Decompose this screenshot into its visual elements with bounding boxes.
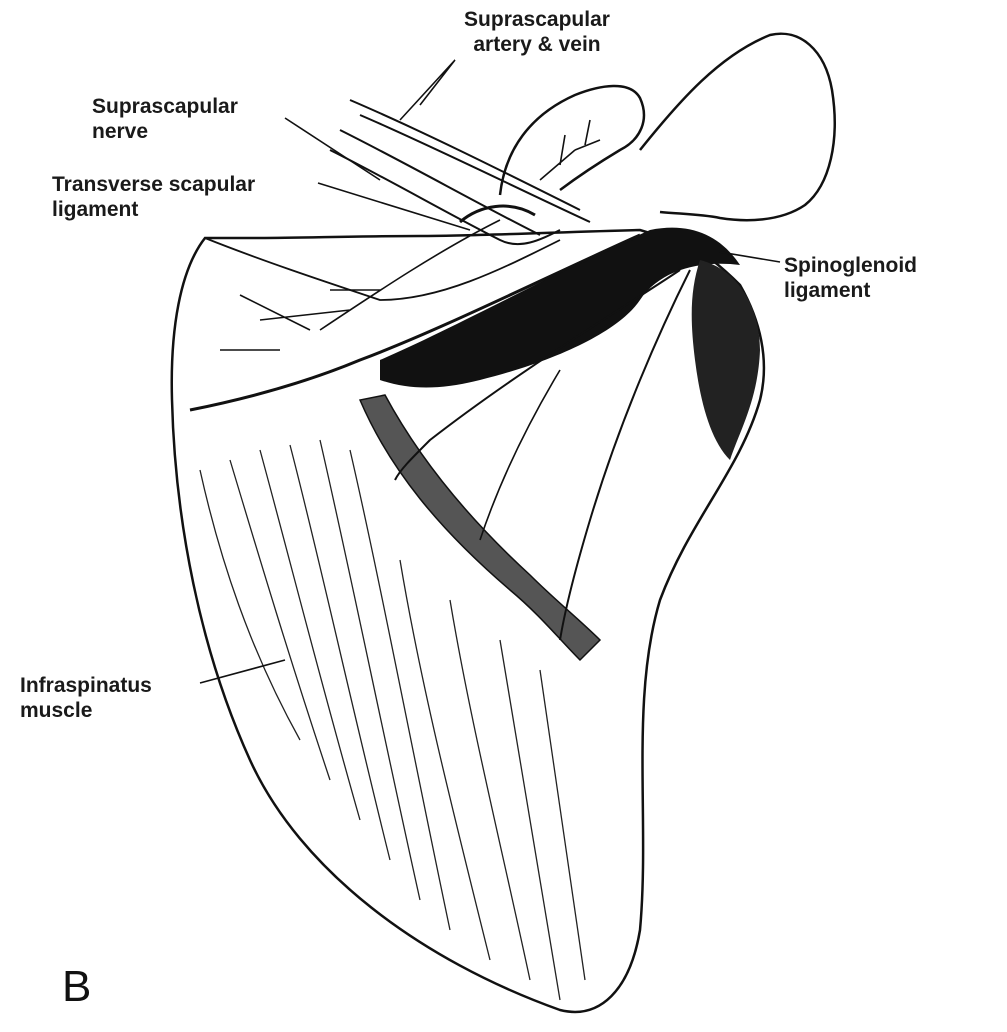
label-transverse-scapular-ligament: Transverse scapular ligament	[52, 172, 255, 222]
coracoid-process	[500, 86, 644, 195]
leader-nerve	[285, 118, 380, 180]
label-suprascapular-artery-vein: Suprascapular artery & vein	[452, 7, 622, 57]
panel-letter: B	[62, 962, 91, 1012]
label-spinoglenoid-ligament: Spinoglenoid ligament	[784, 253, 917, 303]
acromion	[640, 34, 835, 220]
leader-transverse-ligament	[318, 183, 470, 230]
label-infraspinatus-muscle: Infraspinatus muscle	[20, 673, 152, 723]
label-suprascapular-nerve: Suprascapular nerve	[92, 94, 238, 144]
leader-artery-vein	[400, 60, 455, 120]
